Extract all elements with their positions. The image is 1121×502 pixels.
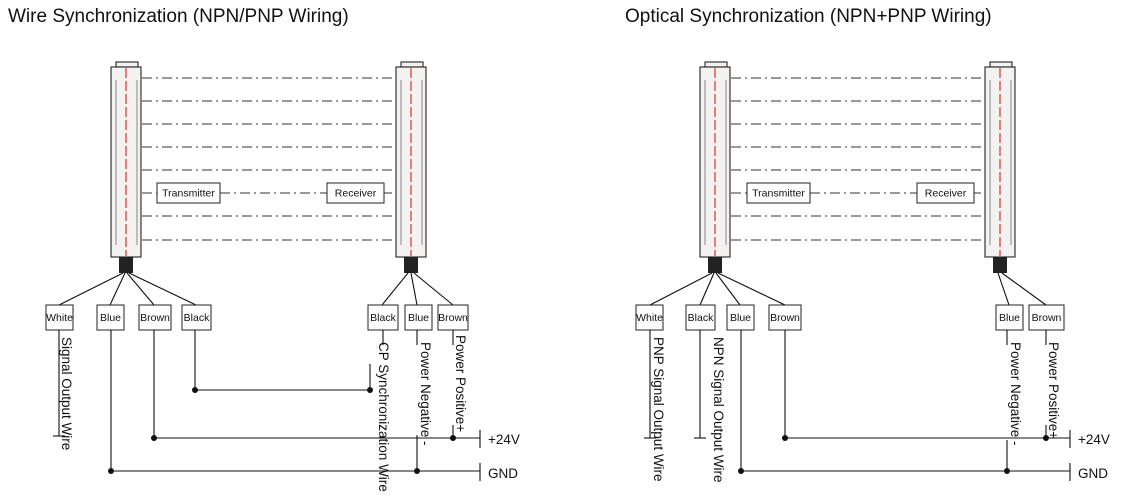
wire-box-white — [635, 304, 664, 331]
wire-label-black: Black — [688, 312, 714, 324]
transmitter-bar — [699, 61, 731, 273]
pnp-signal-output-wire-label: PNP Signal Output Wire — [651, 337, 666, 482]
wire-label-brown-receiver: Brown — [438, 312, 468, 324]
diagram-title-wire-sync: Wire Synchronization (NPN/PNP Wiring) — [8, 6, 349, 27]
junction-dot — [192, 387, 198, 393]
wire-label-blue-receiver: Blue — [999, 312, 1020, 324]
wire-label-brown: Brown — [770, 312, 800, 324]
receiver-bar — [984, 61, 1016, 273]
fan-out-wires — [58, 272, 454, 306]
rail-label-24v: +24V — [488, 432, 520, 447]
wire-box-brown — [768, 304, 802, 331]
junction-dot — [108, 468, 114, 474]
wire-sync-diagram: Transmitter Receiver White Blue Brown Bl… — [45, 61, 520, 492]
power-negative-label: Power Negative - — [418, 342, 433, 446]
receiver-box — [916, 182, 975, 204]
wire-box-white — [45, 304, 74, 331]
fan-out-wires — [649, 272, 1047, 306]
optical-sync-diagram: Transmitter Receiver White Black Blue Br… — [635, 61, 1110, 483]
junction-dot — [151, 435, 157, 441]
diagram-title-optical-sync: Optical Synchronization (NPN+PNP Wiring) — [625, 6, 992, 27]
wire-label-blue: Blue — [730, 312, 751, 324]
transmitter-box — [746, 182, 811, 204]
wire-box-blue — [96, 304, 125, 331]
light-beams — [142, 77, 392, 241]
wire-label-black-receiver: Black — [370, 312, 396, 324]
junction-dot — [450, 435, 456, 441]
junction-dot — [782, 435, 788, 441]
signal-output-wire-label: Signal Output Wire — [59, 337, 74, 450]
connection-wires — [644, 330, 1071, 481]
receiver-bar — [395, 61, 427, 273]
junction-dot — [1004, 468, 1010, 474]
junction-dot — [1043, 435, 1049, 441]
rail-label-gnd: GND — [1078, 466, 1108, 481]
power-positive-label: Power Positive+ — [1046, 342, 1061, 439]
wire-label-blue: Blue — [100, 312, 121, 324]
transmitter-label: Transmitter — [162, 188, 215, 200]
transmitter-label: Transmitter — [752, 188, 805, 200]
rail-label-gnd: GND — [488, 466, 518, 481]
wire-box-blue-receiver — [995, 304, 1024, 331]
power-negative-label: Power Negative - — [1008, 342, 1023, 446]
cp-sync-wire-label: CP Synchronization Wire — [376, 342, 391, 492]
wire-label-black: Black — [184, 312, 210, 324]
npn-signal-output-wire-label: NPN Signal Output Wire — [711, 337, 726, 483]
wire-box-brown-receiver — [1028, 304, 1065, 331]
receiver-box — [326, 182, 385, 204]
junction-dot — [414, 468, 420, 474]
junction-dot — [367, 387, 373, 393]
wire-label-brown-receiver: Brown — [1032, 312, 1062, 324]
wire-label-white: White — [636, 312, 663, 324]
receiver-label: Receiver — [925, 188, 967, 200]
connection-wires — [53, 330, 481, 481]
wire-box-brown — [138, 304, 172, 331]
transmitter-box — [156, 182, 221, 204]
power-positive-label: Power Positive+ — [453, 335, 468, 432]
junction-dot — [738, 468, 744, 474]
receiver-label: Receiver — [335, 188, 377, 200]
rail-label-24v: +24V — [1078, 432, 1110, 447]
wire-box-blue-receiver — [404, 304, 433, 331]
wire-label-brown: Brown — [140, 312, 170, 324]
light-beams — [731, 77, 981, 241]
wire-label-white: White — [46, 312, 73, 324]
wire-box-black — [181, 304, 212, 331]
transmitter-bar — [110, 61, 142, 273]
wire-label-blue-receiver: Blue — [408, 312, 429, 324]
